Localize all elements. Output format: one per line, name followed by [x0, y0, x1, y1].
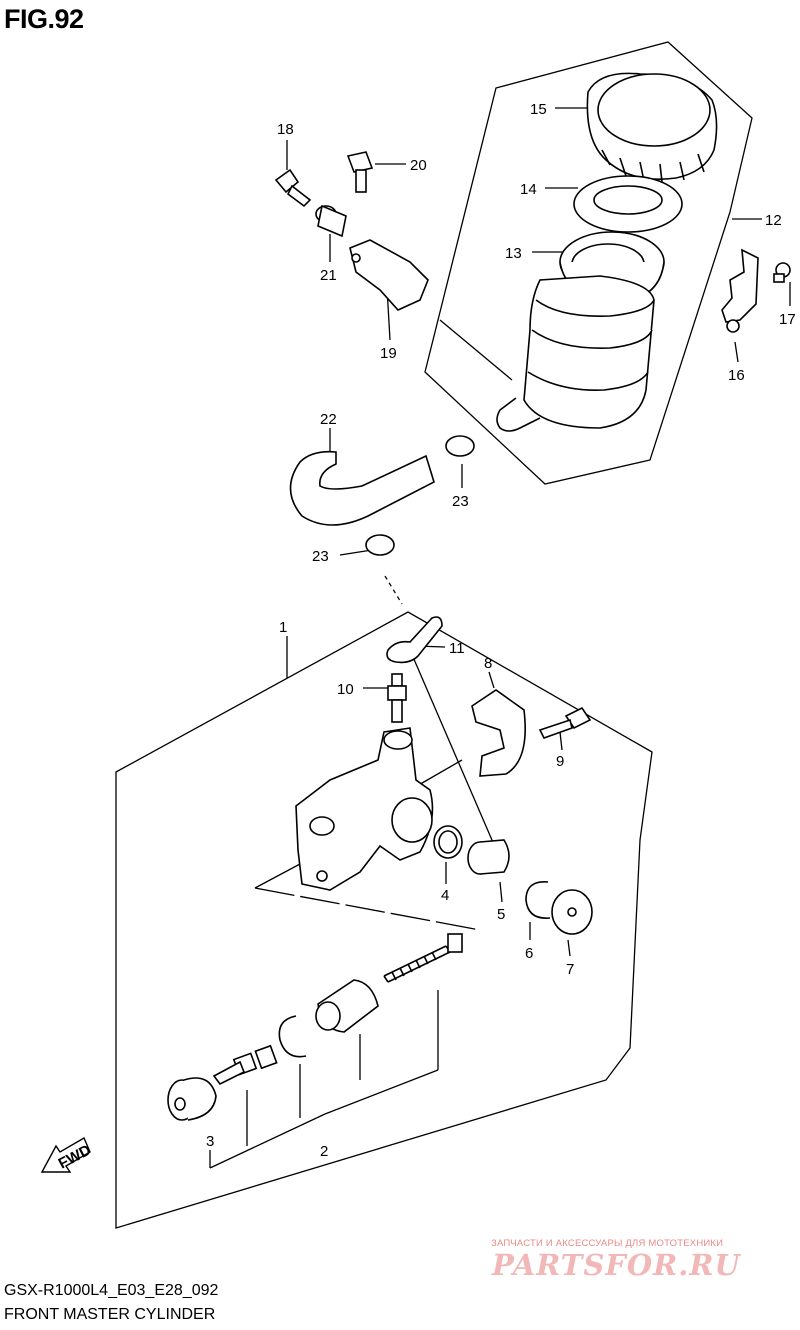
dust-boot: [551, 889, 593, 935]
figure-title: FIG.92: [4, 4, 84, 34]
reservoir-body: [496, 275, 655, 432]
diaphragm-plate: [573, 175, 683, 233]
circlip-6: [525, 881, 551, 919]
lever-holder-clamp: [471, 689, 526, 777]
bracket-screw: [773, 262, 791, 283]
bolt-20: [346, 151, 374, 193]
callout-15: 15: [530, 101, 547, 118]
callout-17: 17: [779, 311, 796, 328]
callout-9: 9: [556, 753, 564, 770]
watermark-tagline: ЗАПЧАСТИ И АКСЕССУАРЫ ДЛЯ МОТОТЕХНИКИ: [491, 1238, 724, 1249]
callout-22: 22: [320, 411, 337, 428]
master-cylinder-body: [295, 727, 434, 891]
callout-7: 7: [566, 961, 574, 978]
reservoir-cap: [586, 72, 718, 183]
master-cylinder-assembly-frame: [115, 611, 653, 1229]
callout-1: 1: [279, 619, 287, 636]
callout-16: 16: [728, 367, 745, 384]
callout-8: 8: [484, 655, 492, 672]
section-name: FRONT MASTER CYLINDER: [4, 1306, 216, 1323]
push-rod-boot: [167, 1077, 217, 1121]
callout-13: 13: [505, 245, 522, 262]
callout-12: 12: [765, 212, 782, 229]
push-rod: [212, 1044, 278, 1086]
reservoir-bracket: [721, 248, 759, 333]
callout-23-upper: 23: [452, 493, 469, 510]
callout-labels: 1 2 3 4 5 6 7 8 9 10 11 12 13 14 15 16 1…: [206, 101, 796, 1160]
callout-21: 21: [320, 267, 337, 284]
piston: [315, 979, 379, 1033]
callout-6: 6: [525, 945, 533, 962]
hose-clamp-upper: [445, 435, 475, 457]
hose-fitting-plate: [386, 616, 443, 664]
reservoir-stay: [349, 239, 429, 311]
piston-spring: [383, 933, 463, 983]
piston-circlip: [278, 1015, 307, 1058]
o-ring: [433, 825, 463, 859]
hose-clamp-lower: [365, 534, 395, 556]
callout-3: 3: [206, 1133, 214, 1150]
fwd-arrow-icon: FWD: [40, 1136, 94, 1173]
bleeder-valve: [387, 673, 407, 723]
callout-14: 14: [520, 181, 537, 198]
callout-19: 19: [380, 345, 397, 362]
callout-23-lower: 23: [312, 548, 329, 565]
callout-5: 5: [497, 906, 505, 923]
callout-2: 2: [320, 1143, 328, 1160]
callout-10: 10: [337, 681, 354, 698]
callout-18: 18: [277, 121, 294, 138]
sleeve-21: [315, 204, 347, 238]
model-code: GSX-R1000L4_E03_E28_092: [4, 1282, 219, 1299]
reservoir-connector: [467, 839, 510, 875]
callout-20: 20: [410, 157, 427, 174]
watermark-logo: PARTSFOR.RU: [492, 1248, 741, 1282]
reservoir-assembly-frame: [424, 41, 753, 485]
callout-11: 11: [449, 640, 465, 657]
callout-4: 4: [441, 887, 449, 904]
clamp-bolt: [538, 706, 592, 739]
reservoir-hose: [289, 450, 435, 526]
bolt-18: [274, 168, 312, 208]
